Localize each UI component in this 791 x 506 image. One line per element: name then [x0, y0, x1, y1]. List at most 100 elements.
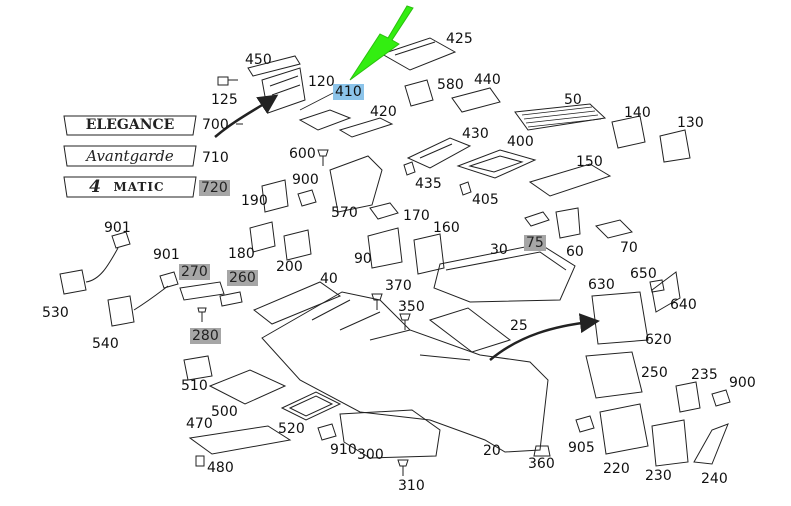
part-label-30[interactable]: 30 [490, 242, 508, 258]
part-label-510[interactable]: 510 [181, 378, 208, 394]
part-label-20[interactable]: 20 [483, 443, 501, 459]
part-570 [329, 155, 383, 213]
part-label-901-left[interactable]: 901 [104, 220, 131, 236]
clip-405 [459, 181, 472, 196]
part-label-235[interactable]: 235 [691, 367, 718, 383]
part-label-220[interactable]: 220 [603, 461, 630, 477]
part-170 [369, 202, 399, 220]
part-label-180[interactable]: 180 [228, 246, 255, 262]
connector-901b [159, 271, 179, 289]
part-label-240[interactable]: 240 [701, 471, 728, 487]
screw-125 [217, 76, 238, 86]
part-label-500[interactable]: 500 [211, 404, 238, 420]
part-label-270[interactable]: 270 [179, 264, 210, 280]
part-label-405[interactable]: 405 [472, 192, 499, 208]
part-label-450[interactable]: 450 [245, 52, 272, 68]
part-label-130[interactable]: 130 [677, 115, 704, 131]
part-label-570[interactable]: 570 [331, 205, 358, 221]
clip-435 [403, 161, 416, 176]
part-label-900-right[interactable]: 900 [729, 375, 756, 391]
part-label-370[interactable]: 370 [385, 278, 412, 294]
part-label-410[interactable]: 410 [333, 84, 364, 100]
part-200 [283, 229, 312, 261]
part-label-420[interactable]: 420 [370, 104, 397, 120]
part-label-150[interactable]: 150 [576, 154, 603, 170]
part-label-260[interactable]: 260 [227, 270, 258, 286]
part-label-250[interactable]: 250 [641, 365, 668, 381]
part-label-360[interactable]: 360 [528, 456, 555, 472]
part-label-50[interactable]: 50 [564, 92, 582, 108]
part-70 [595, 219, 633, 239]
part-label-580[interactable]: 580 [437, 77, 464, 93]
part-label-630[interactable]: 630 [588, 277, 615, 293]
part-360 [533, 445, 551, 457]
part-label-540[interactable]: 540 [92, 336, 119, 352]
part-label-530[interactable]: 530 [42, 305, 69, 321]
part-label-900-top[interactable]: 900 [292, 172, 319, 188]
part-label-170[interactable]: 170 [403, 208, 430, 224]
4matic-emblem-number: 4 [89, 177, 101, 197]
connector-910 [317, 423, 337, 441]
part-label-120[interactable]: 120 [308, 74, 335, 90]
part-label-910[interactable]: 910 [330, 442, 357, 458]
part-label-905[interactable]: 905 [568, 440, 595, 456]
part-label-230[interactable]: 230 [645, 468, 672, 484]
part-label-430[interactable]: 430 [462, 126, 489, 142]
part-label-140[interactable]: 140 [624, 105, 651, 121]
part-180 [249, 221, 276, 253]
part-425 [380, 37, 457, 71]
part-label-125[interactable]: 125 [211, 92, 238, 108]
part-label-720[interactable]: 720 [199, 180, 230, 196]
elegance-emblem-text: ELEGANCE [85, 117, 175, 133]
part-label-25[interactable]: 25 [510, 318, 528, 334]
part-label-350[interactable]: 350 [398, 299, 425, 315]
part-190 [261, 179, 289, 213]
part-50 [514, 103, 607, 131]
part-label-200[interactable]: 200 [276, 259, 303, 275]
part-label-480[interactable]: 480 [207, 460, 234, 476]
part-label-300[interactable]: 300 [357, 447, 384, 463]
part-label-620[interactable]: 620 [645, 332, 672, 348]
bracket-270 [179, 281, 225, 301]
part-130 [659, 129, 691, 163]
part-label-901-mid[interactable]: 901 [153, 247, 180, 263]
4matic-emblem-text: MATIC [113, 180, 165, 194]
part-label-470[interactable]: 470 [186, 416, 213, 432]
switch-530 [59, 247, 119, 295]
part-label-710[interactable]: 710 [202, 150, 229, 166]
part-label-90[interactable]: 90 [354, 251, 372, 267]
console-body-20 [261, 291, 549, 453]
part-label-75[interactable]: 75 [524, 235, 546, 251]
highlight-arrow [349, 5, 414, 81]
part-40 [253, 281, 342, 325]
part-label-435[interactable]: 435 [415, 176, 442, 192]
4matic-emblem-plate [63, 176, 197, 198]
elegance-emblem-plate [63, 115, 197, 136]
part-410 [298, 109, 352, 131]
screw-370 [371, 293, 383, 310]
part-label-40[interactable]: 40 [320, 271, 338, 287]
part-label-70[interactable]: 70 [620, 240, 638, 256]
part-650 [649, 279, 665, 293]
part-label-400[interactable]: 400 [507, 134, 534, 150]
part-label-190[interactable]: 190 [241, 193, 268, 209]
part-label-160[interactable]: 160 [433, 220, 460, 236]
part-140 [611, 115, 646, 149]
part-label-440[interactable]: 440 [474, 72, 501, 88]
mat-arrow [489, 313, 600, 361]
part-label-640[interactable]: 640 [670, 297, 697, 313]
part-label-60[interactable]: 60 [566, 244, 584, 260]
part-75 [524, 211, 550, 227]
part-label-280[interactable]: 280 [190, 328, 221, 344]
part-label-310[interactable]: 310 [398, 478, 425, 494]
part-label-650[interactable]: 650 [630, 266, 657, 282]
part-label-700[interactable]: 700 [202, 117, 229, 133]
part-label-425[interactable]: 425 [446, 31, 473, 47]
part-630 [591, 291, 649, 345]
part-440 [451, 87, 501, 113]
screw-280 [197, 307, 207, 322]
part-500 [208, 369, 287, 405]
part-label-600[interactable]: 600 [289, 146, 316, 162]
part-label-520[interactable]: 520 [278, 421, 305, 437]
